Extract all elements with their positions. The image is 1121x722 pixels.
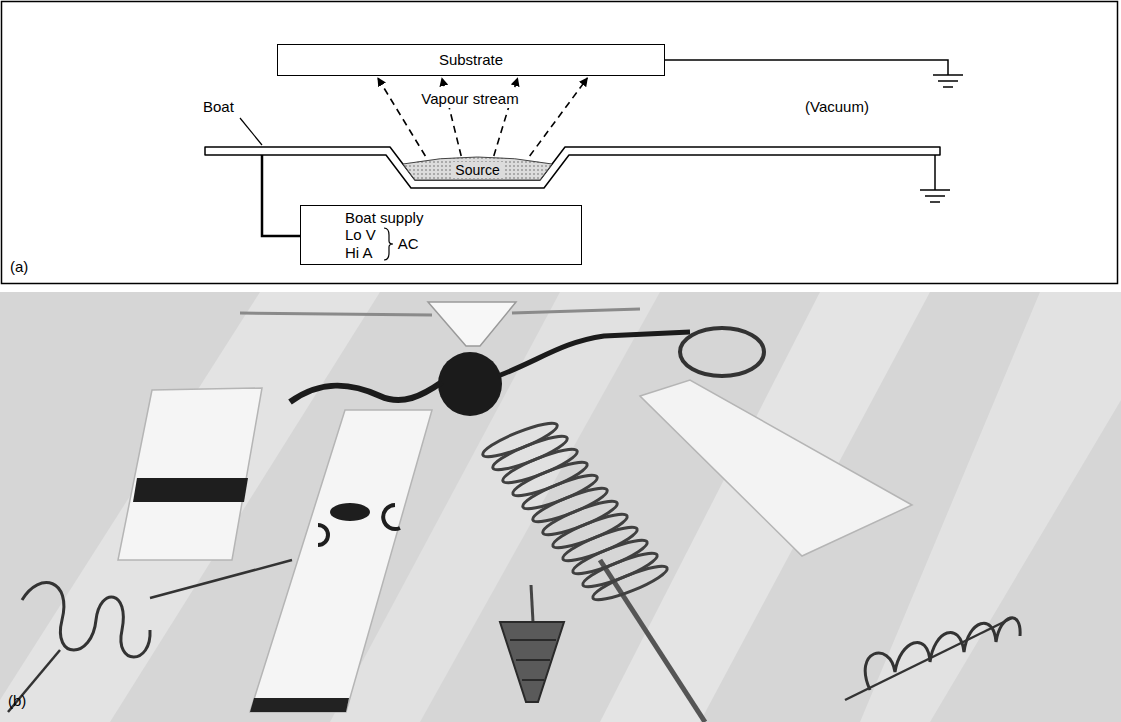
coil-turn	[590, 561, 670, 606]
leader-line	[240, 118, 262, 145]
coil-filament	[480, 418, 670, 606]
boat-dimple	[133, 478, 248, 502]
node-text: Source	[452, 162, 502, 178]
ground-symbol	[933, 74, 963, 76]
panel-label: (b)	[8, 692, 26, 709]
node-text: Lo V	[345, 226, 376, 243]
supply-column: Lo VHi A	[345, 226, 376, 261]
note-label: (Vacuum)	[805, 98, 869, 115]
boat-dimple	[330, 503, 370, 521]
wire	[531, 585, 533, 622]
power-supply-box: Boat supplyLo VHi A AC	[300, 205, 582, 265]
supply-row: Lo VHi A AC	[345, 226, 571, 261]
ground-symbol	[943, 86, 953, 88]
boat-plate	[205, 147, 940, 188]
dark-boat	[438, 352, 502, 416]
ground-symbol	[925, 195, 945, 197]
source-charge: Source	[396, 156, 559, 180]
ground-symbol	[938, 80, 958, 82]
dark-strap	[498, 332, 690, 376]
ground-wire	[934, 155, 936, 190]
panel-frame	[2, 2, 1118, 284]
part-label: Boat	[203, 98, 234, 115]
photo-stripe	[600, 292, 930, 722]
node-text: Boat supply	[345, 209, 571, 226]
ground-symbol	[920, 189, 950, 191]
brace-symbol	[382, 227, 394, 261]
dark-strap	[290, 382, 442, 402]
wire-loop	[680, 328, 764, 376]
wire	[240, 313, 432, 315]
cone-crucible	[428, 302, 516, 346]
strip-boat	[118, 388, 262, 560]
substrate-box: Substrate	[277, 44, 665, 76]
supply-wire	[262, 155, 300, 236]
strip-end	[250, 698, 349, 712]
ground-wire	[665, 60, 948, 75]
panel-label: (a)	[10, 258, 28, 275]
ground-symbol	[930, 201, 940, 203]
strip-boat	[640, 380, 912, 556]
boat-cutout	[383, 505, 400, 529]
node-text: AC	[398, 235, 419, 252]
wire	[8, 650, 60, 712]
stream-label: Vapour stream	[416, 89, 523, 108]
wire	[150, 560, 292, 598]
filament-rod	[600, 560, 705, 722]
source-outline	[403, 157, 552, 180]
node-text: Substrate	[439, 51, 503, 68]
wire	[512, 309, 640, 313]
wire-coil	[865, 618, 1020, 690]
boat-cutout	[318, 525, 328, 545]
brace-symbol	[384, 228, 393, 260]
wire-boat	[22, 583, 150, 657]
wire-basket	[500, 622, 564, 702]
basket-turns	[510, 640, 556, 680]
node-text: Hi A	[345, 244, 376, 261]
vapour-arrow	[530, 78, 588, 156]
strip-boat	[250, 410, 432, 712]
photo-ground	[0, 292, 1121, 722]
